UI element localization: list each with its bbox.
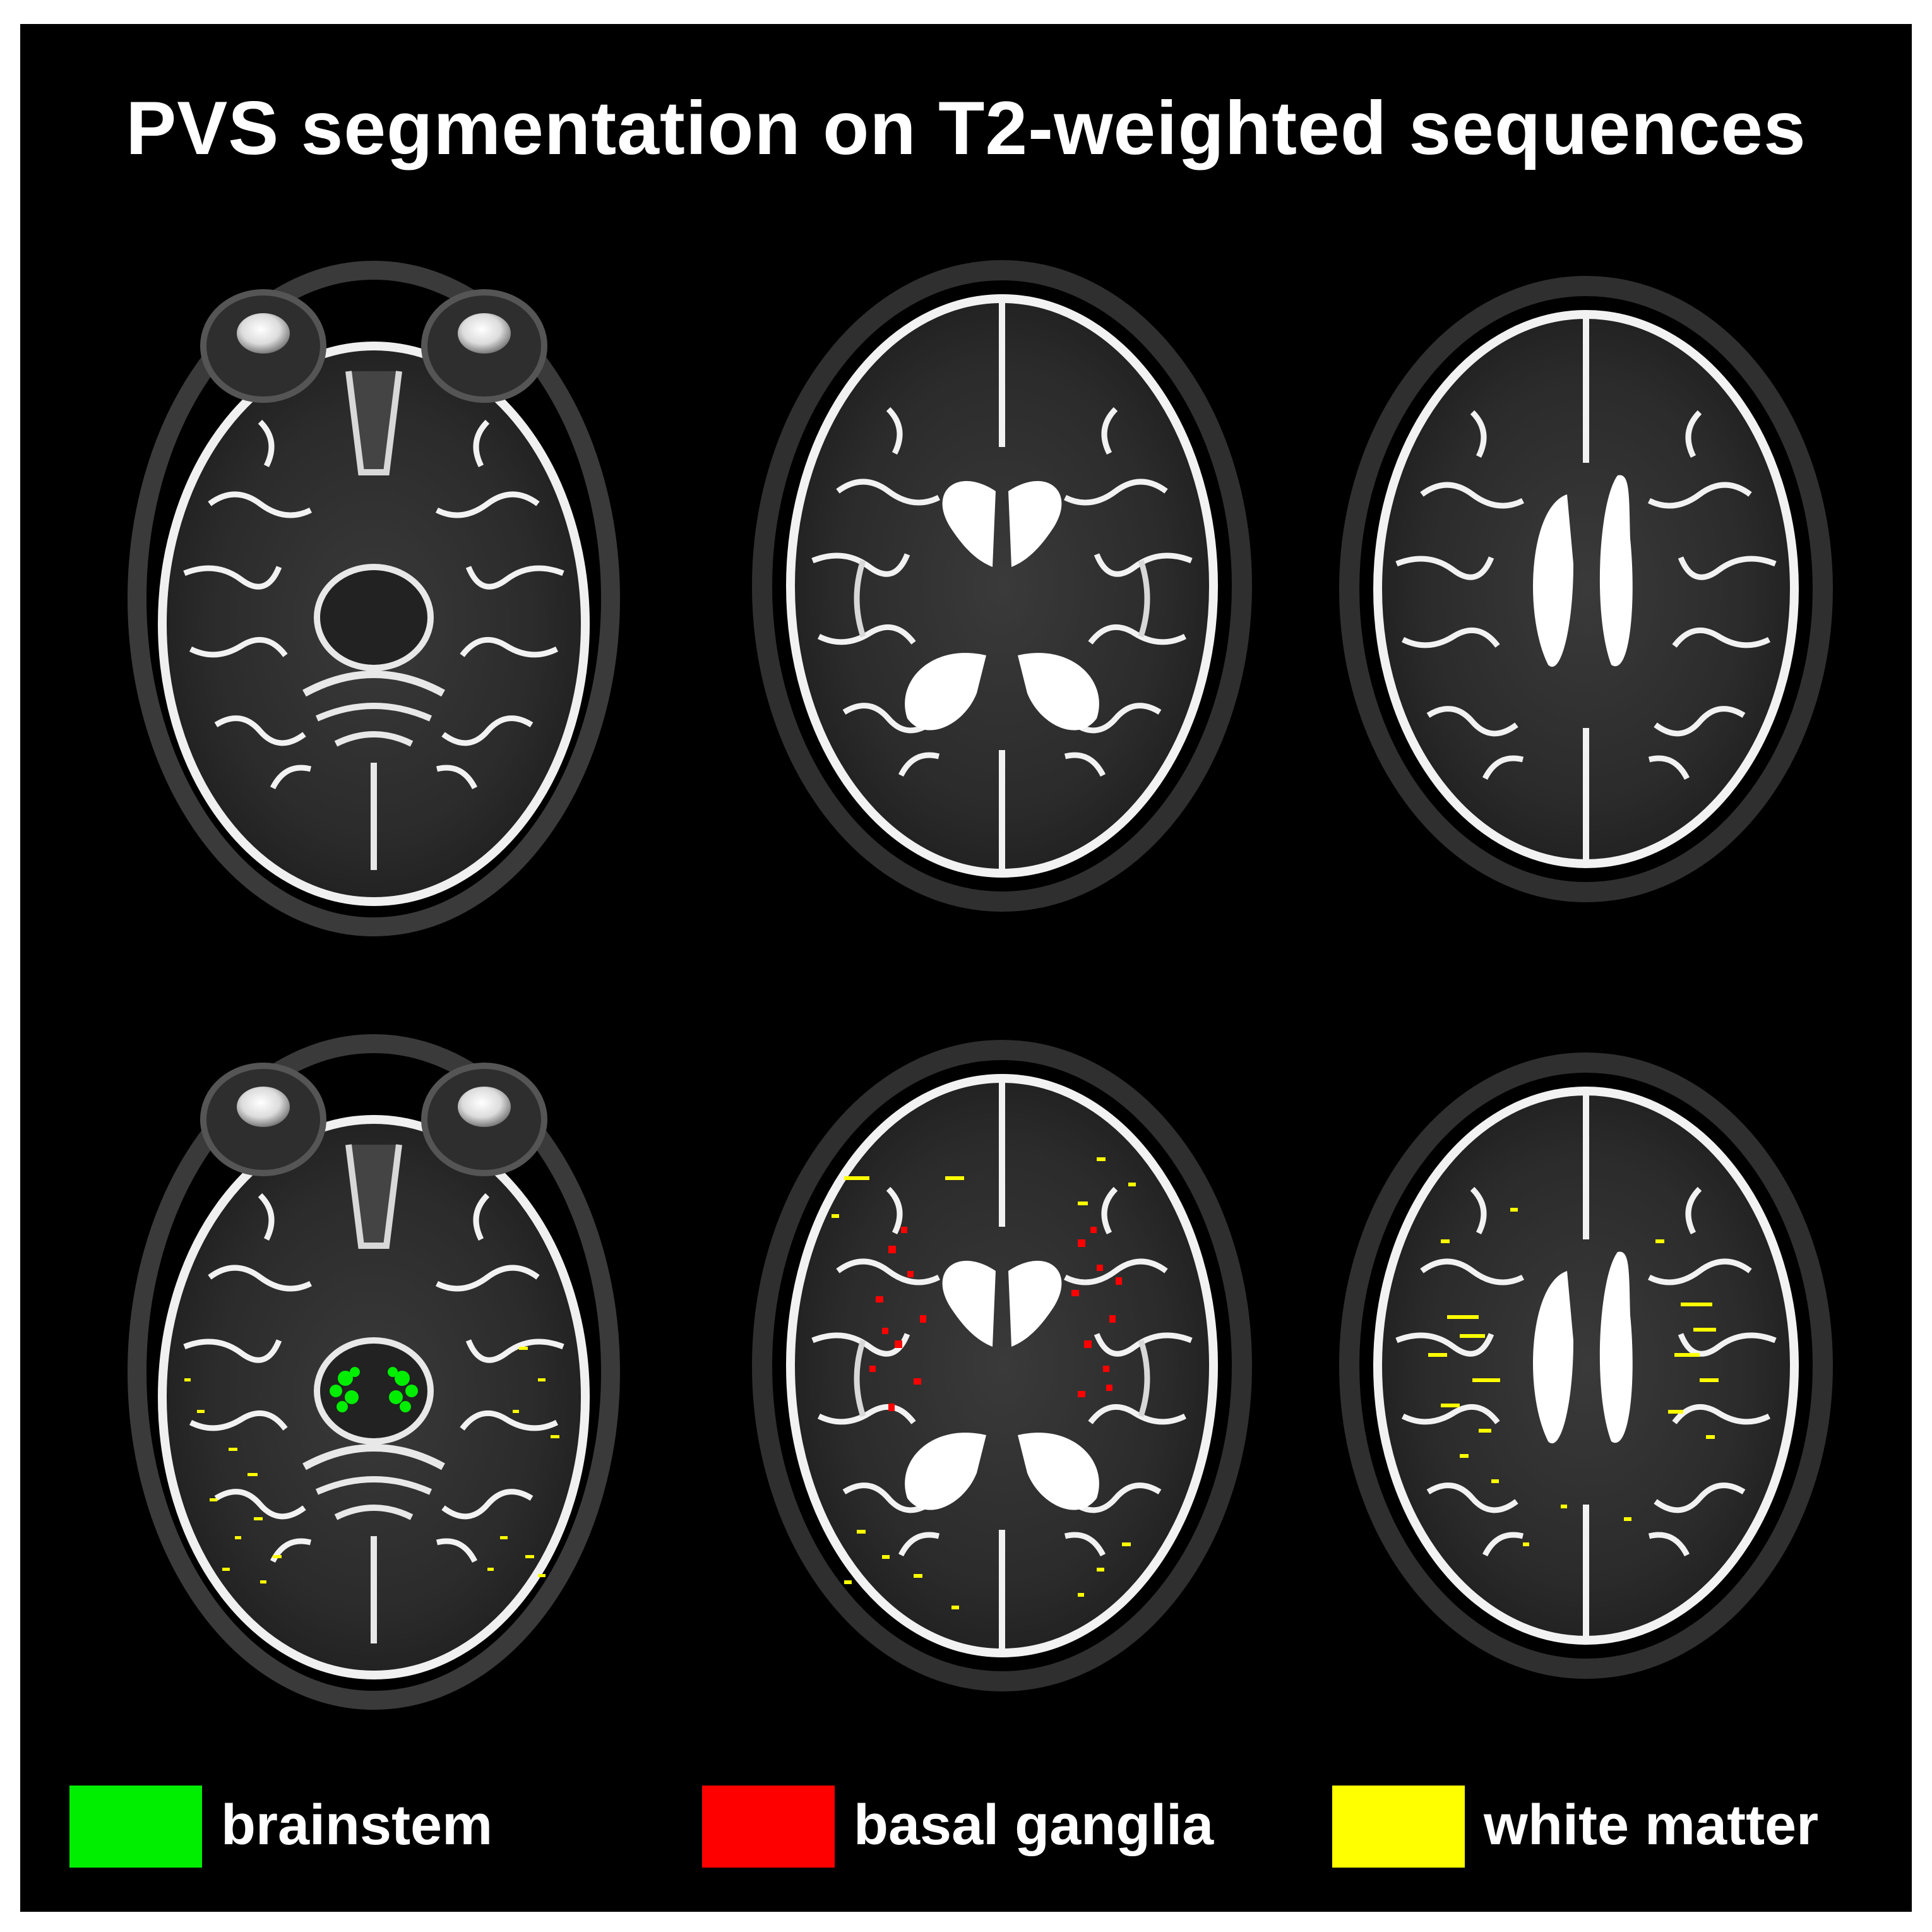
scan-row1-centrum-semiovale <box>1349 286 1823 892</box>
legend-swatch-basal-ganglia <box>702 1786 835 1868</box>
scan-row1-basal-ganglia <box>762 270 1242 902</box>
legend-label-brainstem: brainstem <box>221 1794 493 1857</box>
white-matter-pvs-overlay <box>832 1157 1136 1609</box>
figure-panel: PVS segmentation on T2-weighted sequence… <box>20 24 1912 1912</box>
basal-ganglia-pvs-overlay <box>869 1227 1122 1411</box>
legend-label-white-matter: white matter <box>1484 1794 1819 1857</box>
white-matter-pvs-overlay <box>1428 1208 1719 1546</box>
figure-title: PVS segmentation on T2-weighted sequence… <box>126 86 1806 170</box>
brainstem-pvs-overlay <box>330 1367 418 1412</box>
scan-row2-centrum-semiovale <box>1349 1063 1823 1669</box>
scan-row2-basal-ganglia <box>762 1050 1242 1681</box>
scan-row1-midbrain <box>137 270 611 927</box>
white-matter-pvs-overlay <box>184 1347 559 1583</box>
scan-row2-midbrain <box>137 1044 611 1700</box>
legend-swatch-white-matter <box>1332 1786 1465 1868</box>
legend-swatch-brainstem <box>69 1786 202 1868</box>
legend-label-basal-ganglia: basal ganglia <box>854 1794 1214 1857</box>
mri-scans-grid <box>20 24 1912 1912</box>
